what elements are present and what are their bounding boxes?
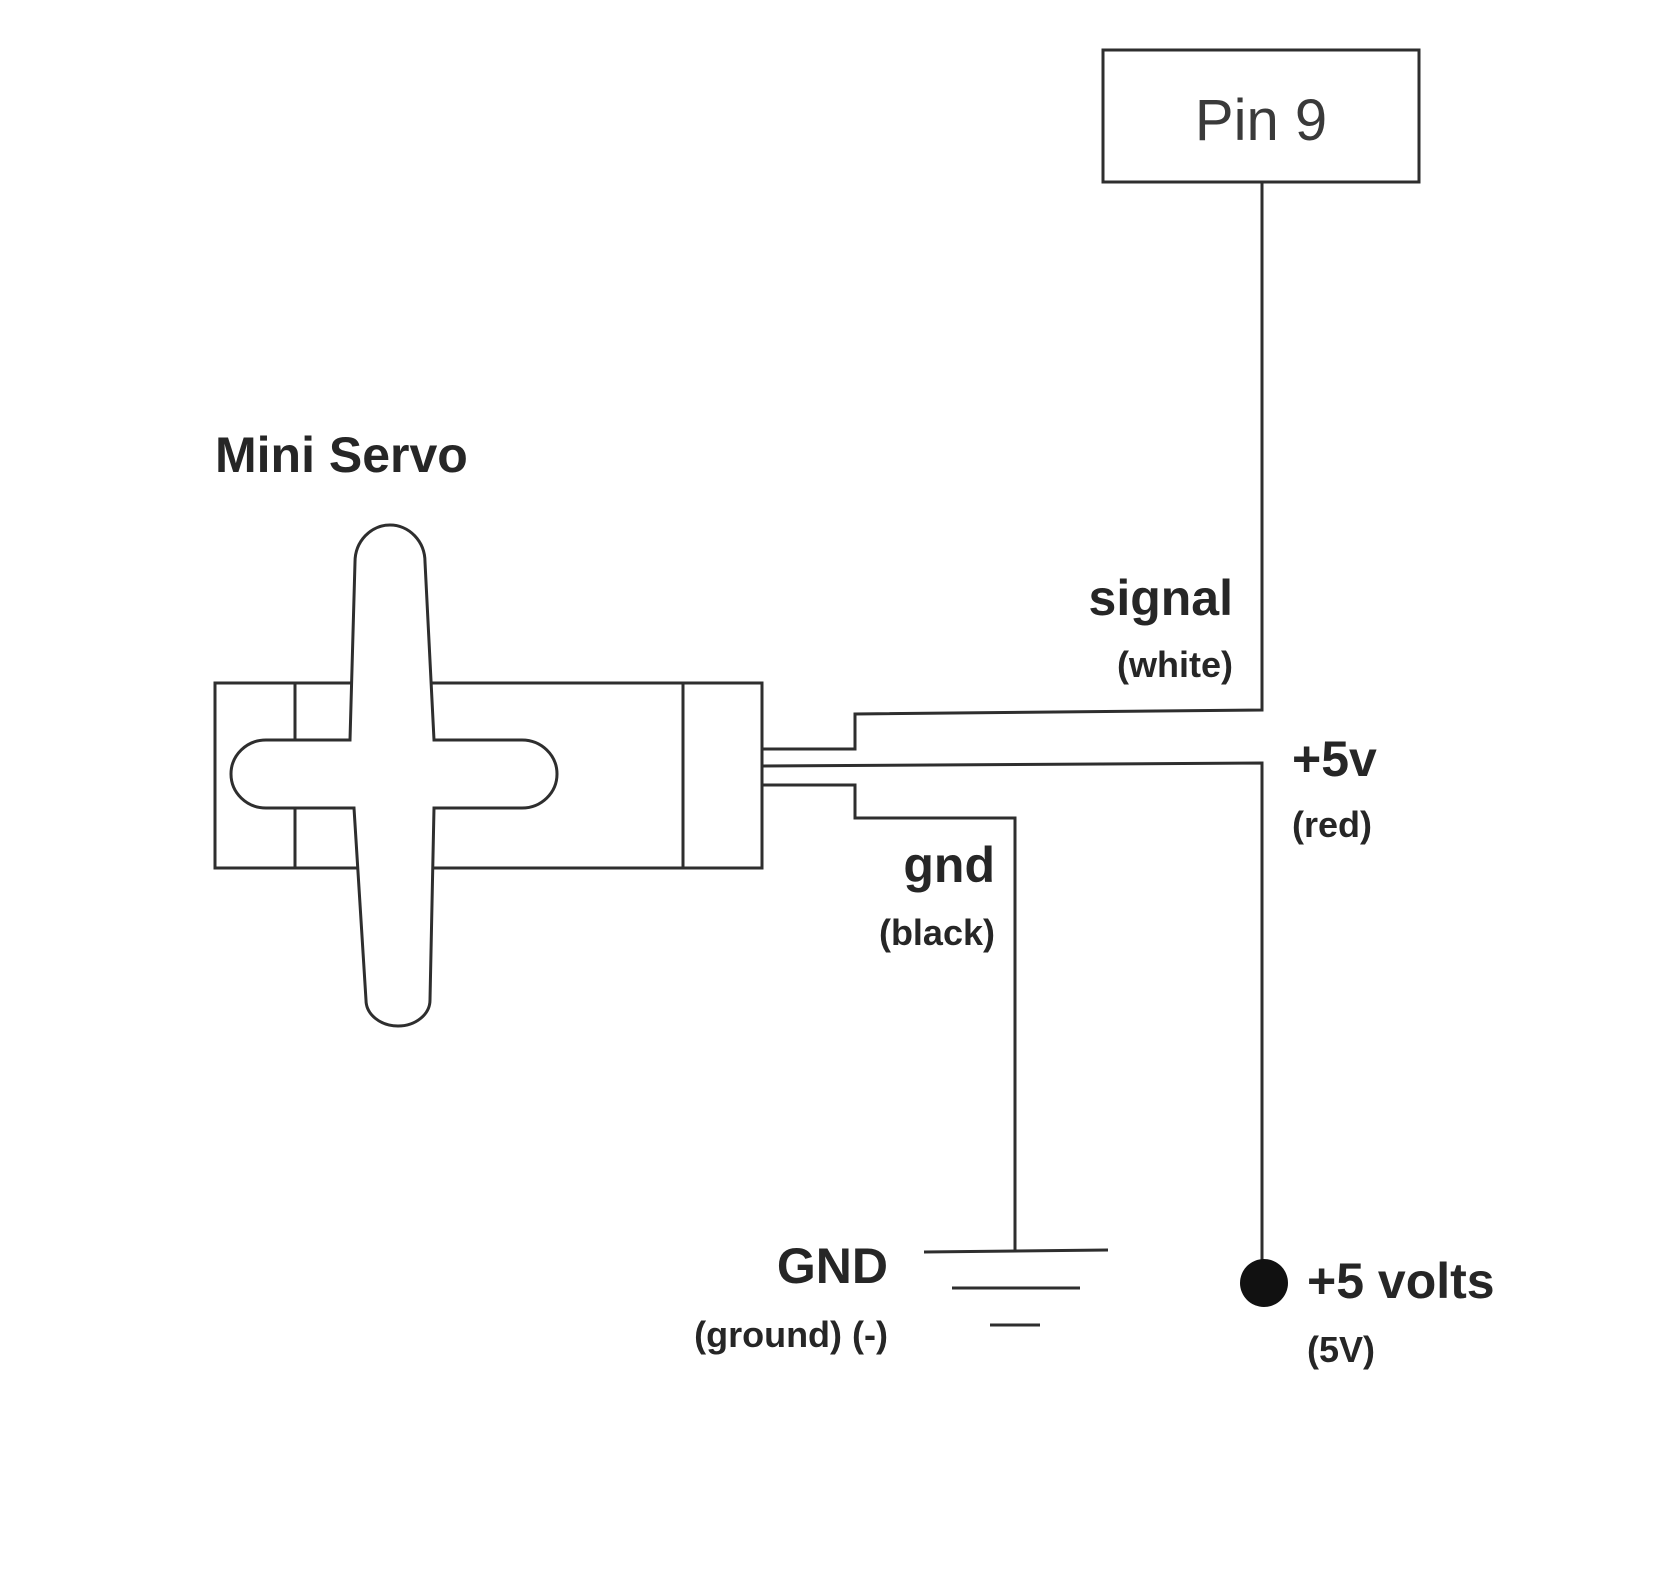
mini-servo xyxy=(213,523,764,1028)
power-terminal-label: +5 volts xyxy=(1307,1253,1495,1309)
servo-title: Mini Servo xyxy=(215,427,468,483)
power-wire-color-label: (red) xyxy=(1292,804,1372,845)
ground-sublabel: (ground) (-) xyxy=(694,1314,888,1355)
power-terminal-sublabel: (5V) xyxy=(1307,1329,1375,1370)
power-wire xyxy=(761,761,1264,1282)
pin-box-label: Pin 9 xyxy=(1195,88,1327,153)
power-wire-label: +5v xyxy=(1292,731,1377,787)
pin-box xyxy=(1101,48,1421,184)
ground-label: GND xyxy=(777,1238,888,1294)
signal-label: signal xyxy=(1089,570,1233,626)
servo-horn xyxy=(229,523,559,1028)
signal-wire xyxy=(762,182,1264,751)
power-terminal-dot xyxy=(1240,1259,1288,1307)
ground-symbol xyxy=(923,1248,1109,1327)
ground-wire-label: gnd xyxy=(903,837,995,893)
ground-wire-color-label: (black) xyxy=(879,912,995,953)
signal-color-label: (white) xyxy=(1117,644,1233,685)
ground-wire xyxy=(762,783,1017,1252)
